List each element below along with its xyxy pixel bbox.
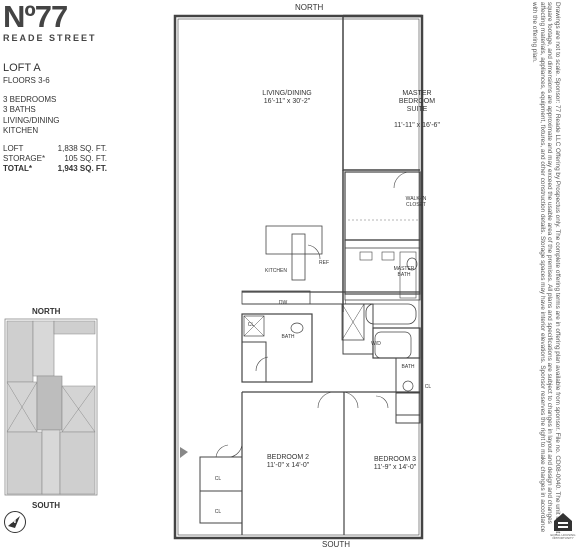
room-living-dim: 16'-11" x 30'-2" (263, 98, 311, 105)
area-row-total: TOTAL*1,943 SQ. FT. (3, 164, 107, 174)
room-master-dim: 11'-11" x 16'-6" (394, 122, 440, 129)
feature-item: KITCHEN (3, 125, 39, 135)
room-walkin: WALK-IN CLOSET (405, 196, 427, 208)
room-bed2: BEDROOM 2 11'-0" x 14'-0" (255, 454, 321, 470)
room-master-name: MASTER BEDROOM SUITE (398, 90, 436, 113)
keyplan-south-label: SOUTH (32, 501, 60, 510)
room-master-bath: MASTER BATH (393, 266, 415, 278)
room-bed2-dim: 11'-0" x 14'-0" (266, 462, 310, 469)
room-master: MASTER BEDROOM SUITE 11'-11" x 16'-6" (382, 82, 452, 138)
feature-item: 3 BEDROOMS (3, 95, 57, 104)
brand-street: READE STREET (3, 33, 97, 43)
room-wd: W/D (371, 341, 381, 347)
equal-housing-text: EQUAL HOUSING OPPORTUNITY (550, 533, 576, 540)
room-ref: REF (319, 260, 329, 266)
equal-housing-icon (554, 513, 572, 531)
feature-item: 3 BATHS (3, 105, 36, 115)
room-l: L (344, 300, 348, 306)
room-bed2-name: BEDROOM 2 (266, 454, 309, 461)
room-bed3: BEDROOM 3 11'-9" x 14'-0" (360, 456, 430, 472)
room-bed3-name: BEDROOM 3 (373, 456, 416, 463)
room-cl-3: CL (214, 509, 222, 515)
plan-south-label: SOUTH (322, 540, 350, 549)
area-row-storage: STORAGE*105 SQ. FT. (3, 154, 107, 164)
keyplan (4, 318, 98, 496)
unit-features: 3 BEDROOMS 3 BATHS LIVING/DINING KITCHEN (3, 95, 59, 136)
unit-name: LOFT A (3, 62, 41, 74)
room-cl-4: CL (424, 384, 432, 390)
compass-icon (4, 511, 26, 533)
room-bath1: BATH (281, 334, 295, 340)
room-cl-1: CL (247, 322, 255, 328)
disclaimer-text: Drawings are not to scale. Sponsor: 77 R… (531, 2, 561, 536)
disclaimer-column: Drawings are not to scale. Sponsor: 77 R… (531, 0, 586, 550)
unit-floors: FLOORS 3-6 (3, 76, 50, 85)
plan-north-label: NORTH (295, 3, 324, 12)
feature-item: LIVING/DINING (3, 115, 60, 125)
room-bath2: BATH (401, 364, 415, 370)
room-cl-2: CL (214, 476, 222, 482)
room-kitchen: KITCHEN (265, 268, 287, 274)
compass-label: N (11, 518, 17, 525)
keyplan-north-label: NORTH (32, 307, 61, 316)
room-dw: DW (278, 300, 288, 306)
room-living-name: LIVING/DINING (262, 90, 312, 97)
brand-logo: Nº77 (3, 0, 68, 34)
room-bed3-dim: 11'-9" x 14'-0" (373, 464, 417, 471)
floor-plan (173, 14, 424, 540)
room-living: LIVING/DINING 16'-11" x 30'-2" (252, 90, 322, 106)
